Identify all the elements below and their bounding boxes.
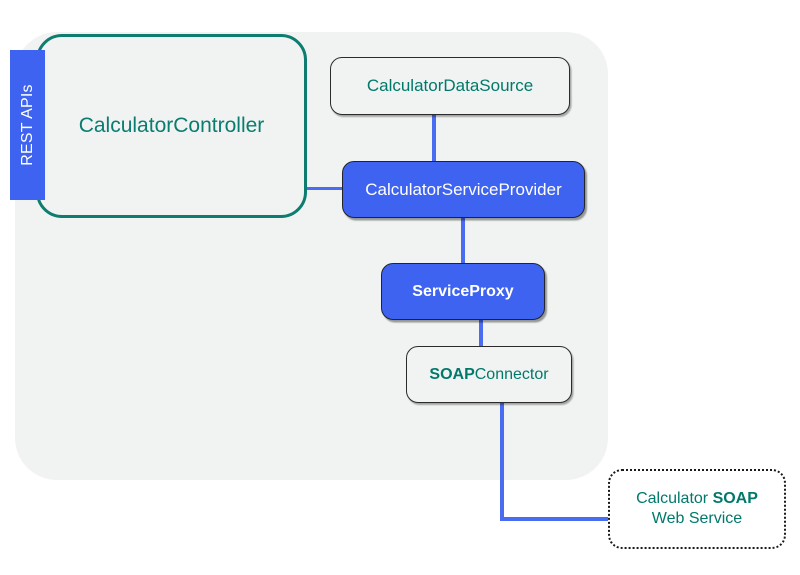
node-calculator-soap-web-service[interactable]: Calculator SOAP Web Service (608, 469, 786, 549)
node-calculator-data-source[interactable]: CalculatorDataSource (330, 57, 570, 115)
connector-soap-connector-to-web-service-vertical (500, 401, 504, 521)
web-service-label-prefix: Calculator (636, 490, 713, 507)
node-calculator-controller-label: CalculatorController (78, 113, 265, 137)
web-service-label-line2: Web Service (651, 510, 743, 527)
node-calculator-soap-web-service-label: Calculator SOAP Web Service (636, 489, 758, 529)
node-calculator-controller[interactable]: CalculatorController (36, 34, 307, 218)
web-service-label-bold: SOAP (712, 490, 758, 507)
node-calculator-service-provider[interactable]: CalculatorServiceProvider (342, 161, 585, 218)
connector-controller-to-service-provider (305, 187, 345, 190)
node-service-proxy[interactable]: ServiceProxy (381, 263, 545, 320)
node-soap-connector[interactable]: SOAPConnector (406, 346, 572, 403)
node-service-proxy-label: ServiceProxy (412, 282, 514, 300)
rest-apis-label: REST APIs (18, 84, 36, 166)
node-soap-connector-label-rest: Connector (474, 365, 549, 383)
connector-soap-connector-to-web-service-horizontal (500, 517, 612, 521)
connector-datasource-to-service-provider (432, 113, 436, 163)
connector-service-proxy-to-soap-connector (479, 318, 483, 348)
node-soap-connector-label: SOAPConnector (429, 365, 548, 385)
rest-apis-tab[interactable]: REST APIs (10, 50, 45, 200)
node-soap-connector-label-bold: SOAP (429, 365, 475, 383)
node-calculator-data-source-label: CalculatorDataSource (366, 76, 534, 96)
connector-service-provider-to-service-proxy (461, 216, 465, 265)
node-calculator-service-provider-label: CalculatorServiceProvider (365, 179, 562, 199)
